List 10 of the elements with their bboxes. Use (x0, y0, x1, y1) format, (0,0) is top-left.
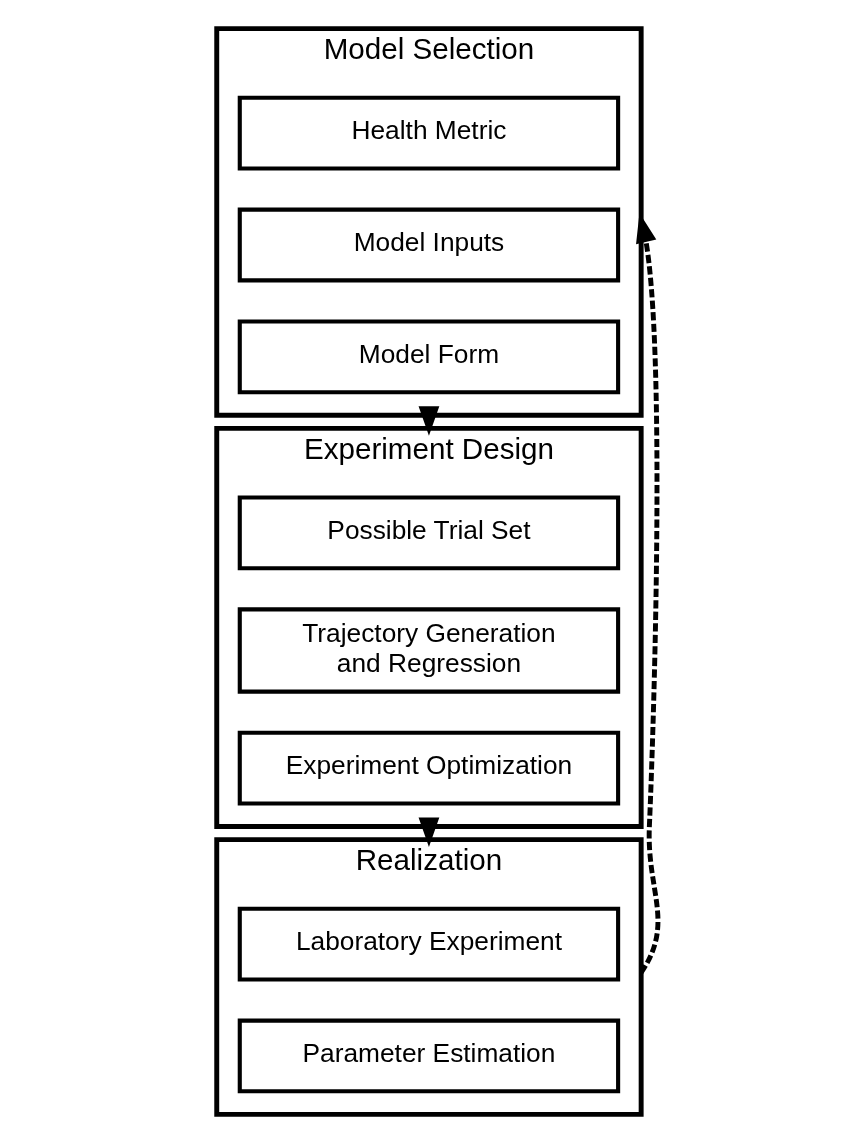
node-box: Possible Trial Set (237, 495, 620, 571)
node-box: Laboratory Experiment (237, 906, 620, 982)
node-box: Model Form (237, 319, 620, 395)
node-box: Experiment Optimization (237, 730, 620, 806)
node-box: Health Metric (237, 95, 620, 171)
node-box: Parameter Estimation (237, 1018, 620, 1094)
arrow (418, 406, 439, 436)
node-box: Trajectory Generation and Regression (237, 607, 620, 694)
arrow (418, 817, 439, 848)
node-box: Model Inputs (237, 207, 620, 283)
